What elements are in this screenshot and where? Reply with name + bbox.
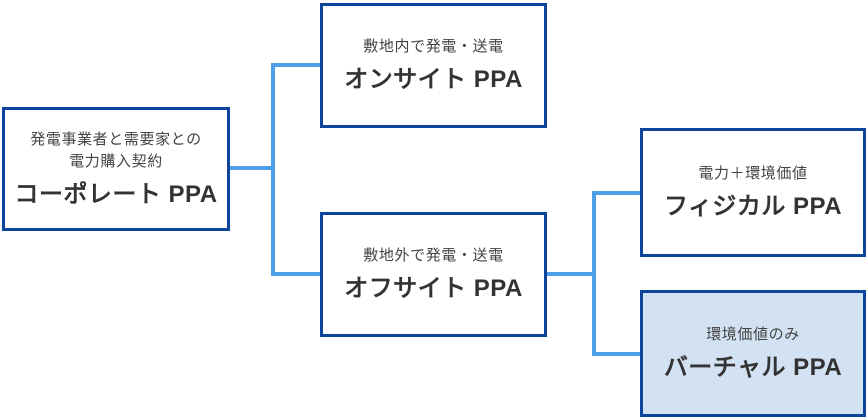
corporate-ppa-title: コーポレート PPA (14, 180, 218, 208)
node-physical-ppa: 電力＋環境価値 フィジカル PPA (640, 128, 866, 257)
connector-trunk-to-virtual (592, 352, 640, 356)
connector-trunk-to-onsite (271, 63, 320, 67)
connector-corporate-to-trunk (230, 166, 274, 170)
offsite-ppa-subtitle: 敷地外で発電・送電 (363, 247, 504, 264)
virtual-ppa-subtitle: 環境価値のみ (706, 326, 800, 343)
connector-trunk-to-physical (592, 191, 640, 195)
connector-offsite-to-trunk (547, 272, 596, 276)
corporate-ppa-subtitle-line2: 電力購入契約 (69, 152, 163, 170)
onsite-ppa-title: オンサイト PPA (344, 66, 523, 93)
physical-ppa-subtitle: 電力＋環境価値 (698, 165, 808, 182)
physical-ppa-title: フィジカル PPA (663, 193, 843, 220)
connector-left-trunk (271, 63, 275, 276)
connector-trunk-to-offsite (271, 272, 320, 276)
onsite-ppa-subtitle: 敷地内で発電・送電 (363, 38, 504, 55)
node-virtual-ppa: 環境価値のみ バーチャル PPA (640, 290, 866, 417)
connector-right-trunk (592, 191, 596, 356)
offsite-ppa-title: オフサイト PPA (344, 275, 523, 302)
corporate-ppa-subtitle-line1: 発電事業者と需要家との (30, 130, 202, 148)
node-offsite-ppa: 敷地外で発電・送電 オフサイト PPA (320, 212, 547, 337)
virtual-ppa-title: バーチャル PPA (663, 354, 843, 381)
node-corporate-ppa: 発電事業者と需要家との 電力購入契約 コーポレート PPA (2, 107, 230, 231)
node-onsite-ppa: 敷地内で発電・送電 オンサイト PPA (320, 3, 547, 128)
